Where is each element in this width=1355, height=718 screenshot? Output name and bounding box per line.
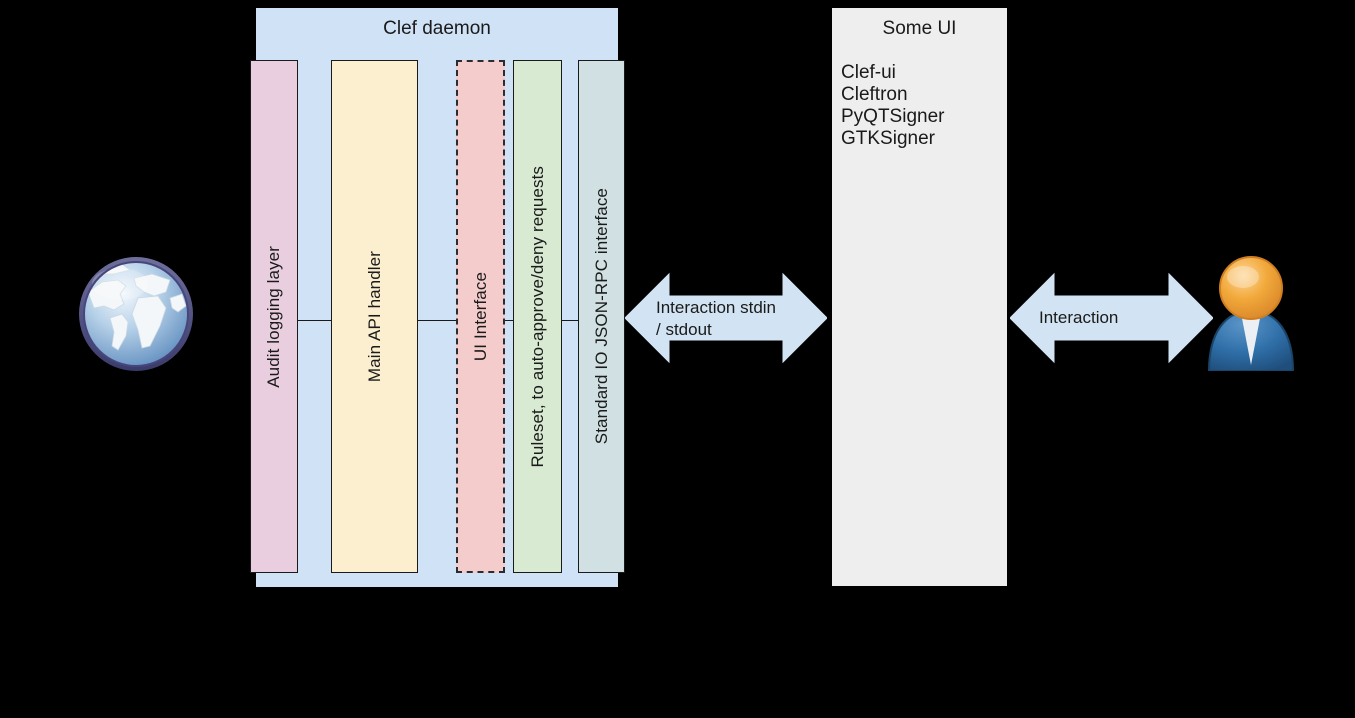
some-ui-title: Some UI xyxy=(882,18,957,39)
column-label: UI Interface xyxy=(470,271,490,362)
column-audit-logging-layer[interactable]: Audit logging layer xyxy=(250,60,298,573)
user-arrow xyxy=(1010,272,1213,364)
column-label: Standard IO JSON-RPC interface xyxy=(591,188,611,445)
column-ruleset[interactable]: Ruleset, to auto-approve/deny requests xyxy=(513,60,562,573)
column-label: Ruleset, to auto-approve/deny requests xyxy=(527,165,547,468)
connector-line xyxy=(417,320,457,321)
globe-icon xyxy=(74,252,198,376)
some-ui-list: Clef-ui Cleftron PyQTSigner GTKSigner xyxy=(841,62,1001,150)
column-label: Main API handler xyxy=(364,250,384,383)
clef-daemon-title: Clef daemon xyxy=(383,18,491,39)
stdio-arrow-label: Interaction stdin / stdout xyxy=(656,298,777,339)
column-ui-interface[interactable]: UI Interface xyxy=(456,60,505,573)
user-icon xyxy=(1203,253,1299,372)
stdio-arrow xyxy=(625,272,827,364)
column-main-api-handler[interactable]: Main API handler xyxy=(331,60,418,573)
connector-line xyxy=(297,320,332,321)
list-item: GTKSigner xyxy=(841,128,935,149)
connector-line xyxy=(504,320,514,321)
connector-line xyxy=(561,320,579,321)
column-standard-io-jsonrpc-interface[interactable]: Standard IO JSON-RPC interface xyxy=(578,60,625,573)
some-ui-panel xyxy=(832,8,1007,586)
list-item: Clef-ui xyxy=(841,62,896,83)
list-item: Cleftron xyxy=(841,84,908,105)
clef-daemon-container xyxy=(256,8,618,587)
column-label: Audit logging layer xyxy=(264,245,283,388)
user-arrow-label: Interaction xyxy=(1039,308,1119,327)
list-item: PyQTSigner xyxy=(841,106,945,127)
